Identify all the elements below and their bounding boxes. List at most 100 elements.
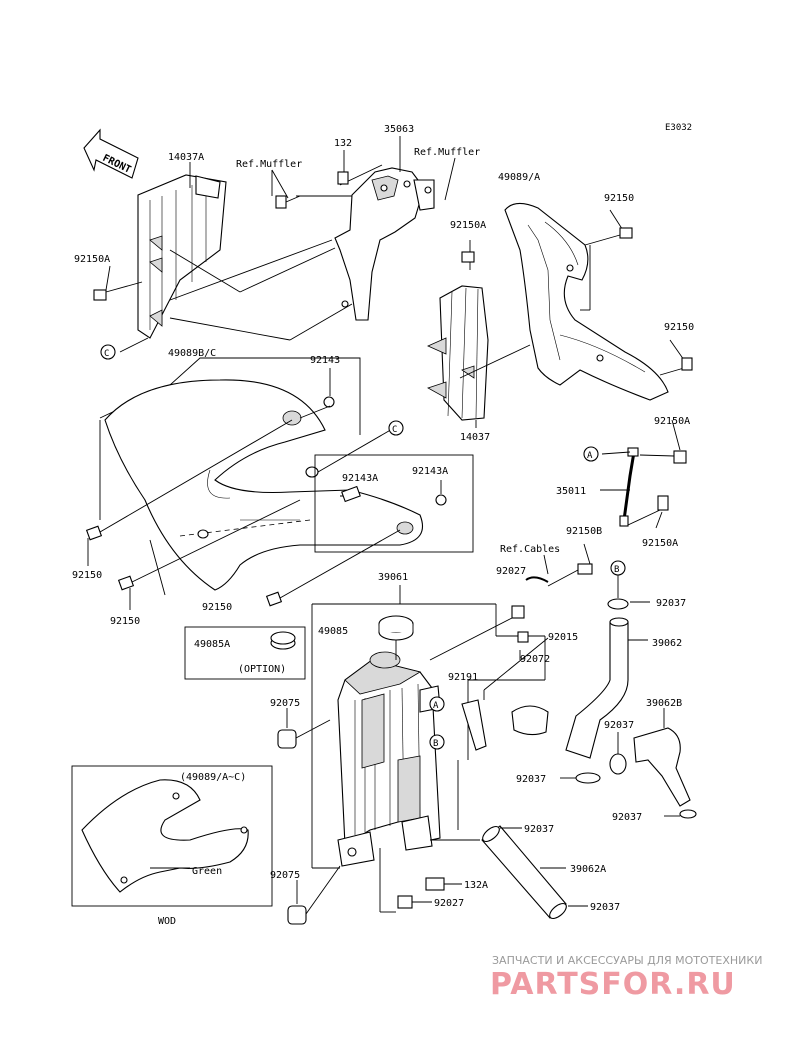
label-92037-b: 92037 [604,720,634,731]
label-49089A: 49089/A [498,172,540,183]
bolt-icon [337,171,349,185]
bolt-icon [117,499,301,591]
label-92150A-r2: 92150A [642,538,678,549]
inset-variant-box [71,765,273,907]
bolt-icon [275,195,301,209]
label-inset-caption: WOD [158,916,176,927]
label-92150-r: 92150 [664,322,694,333]
label-option: (OPTION) [238,664,286,675]
label-92037-f: 92037 [590,902,620,913]
label-92027-a: 92027 [496,566,526,577]
grommet-icon [287,865,341,925]
radiator-shroud-left [99,357,424,596]
option-cap-box [184,626,306,680]
svg-text:C: C [392,425,397,435]
label-132: 132 [334,138,352,149]
label-35011: 35011 [556,486,586,497]
label-ref-muffler-1: Ref.Muffler [236,159,302,170]
label-92150A-r: 92150A [654,416,690,427]
watermark-tagline: ЗАПЧАСТИ И АКСЕССУАРЫ ДЛЯ МОТОТЕХНИКИ [492,954,762,967]
radiator [311,585,546,869]
bolt-icon [265,529,401,607]
label-49085: 49085 [318,626,348,637]
label-92150-b: 92150 [202,602,232,613]
label-39062A: 39062A [570,864,606,875]
callout-c: C [388,420,404,436]
leader-lines-top [105,136,685,428]
clamp-92072-icon [511,705,549,736]
bolt-icon [461,251,475,263]
label-92015: 92015 [548,632,578,643]
label-92143A-1: 92143A [412,466,448,477]
label-14037A: 14037A [168,152,204,163]
hoses-right [429,543,697,819]
shroud-bracket-14037 [427,285,489,421]
label-132A: 132A [464,880,488,891]
label-inset-color: Green [192,866,222,877]
svg-text:C: C [104,349,109,359]
label-92143: 92143 [310,355,340,366]
label-92150-tr: 92150 [604,193,634,204]
label-92143A-2: 92143A [342,473,378,484]
label-92075-b: 92075 [270,870,300,881]
bolt-icon [93,289,107,301]
label-92150-l: 92150 [72,570,102,581]
label-92037-d: 92037 [612,812,642,823]
svg-text:B: B [433,739,438,749]
part-labels: 14037A Ref.Muffler 132 35063 Ref.Muffler… [72,124,694,927]
callout-a: A [583,446,599,462]
bolts-top [93,171,693,371]
hose-clamp-icon [609,732,627,775]
label-92150-l2: 92150 [110,616,140,627]
front-arrow-icon: FRONT [83,128,139,179]
label-ref-muffler-2: Ref.Muffler [414,147,480,158]
lower-hose [430,825,588,920]
callout-markers: C C A B A B [100,344,626,750]
callout-a: A [429,696,445,712]
radiator-cap [378,615,414,660]
hose-clamp-icon [607,572,650,610]
hose-clamp-icon [664,809,697,819]
label-39062: 39062 [652,638,682,649]
callout-b: B [610,560,626,576]
hose-clamp-icon [560,772,601,784]
label-92191: 92191 [448,672,478,683]
label-92150A-m: 92150A [450,220,486,231]
label-inset-parts: (49089/A~C) [180,772,246,783]
svg-text:A: A [433,701,439,711]
bolt-icon [619,227,633,239]
label-92150B: 92150B [566,526,602,537]
grommet-icon [277,719,331,749]
label-92037-c: 92037 [516,774,546,785]
bolt-icon [577,563,593,575]
label-92037-a: 92037 [656,598,686,609]
radiator-shroud-right [504,202,669,401]
label-ref-cables: Ref.Cables [500,544,560,555]
diagram-code: E3032 [665,123,692,133]
label-39061: 39061 [378,572,408,583]
callout-c: C [100,344,116,360]
bolt-icon [639,450,687,464]
watermark-logo: PARTSFOR.RU [490,967,736,1002]
label-49085A: 49085A [194,639,230,650]
label-39062B: 39062B [646,698,682,709]
label-92150A-l: 92150A [74,254,110,265]
label-14037: 14037 [460,432,490,443]
label-92037-e: 92037 [524,824,554,835]
label-92072: 92072 [520,654,550,665]
label-49089BC: 49089B/C [168,348,216,359]
shroud-bracket-left [137,174,227,339]
label-92075-a: 92075 [270,698,300,709]
bolt-icon [627,495,669,526]
bolt-icon [397,895,432,909]
label-35063: 35063 [384,124,414,135]
svg-text:A: A [587,451,593,461]
radiator-bracket [334,167,435,321]
bolt-icon [425,877,462,891]
bolt-icon [429,605,525,661]
radiator-stay-rod [600,419,687,529]
bolt-icon [85,419,293,541]
callout-b: B [429,734,445,750]
